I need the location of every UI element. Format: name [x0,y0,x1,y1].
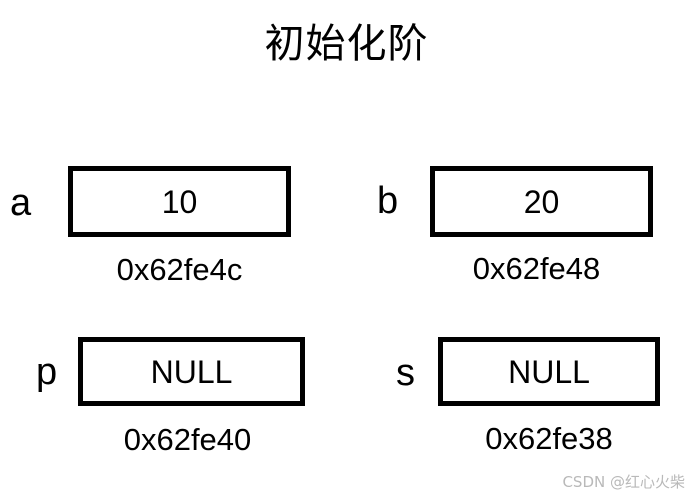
variable-label-s: s [396,352,415,394]
memory-box-s: NULL [438,337,660,406]
address-label-a: 0x62fe4c [116,252,243,287]
variable-label-a: a [10,182,32,224]
memory-value-s: NULL [508,353,590,390]
address-label-p: 0x62fe40 [123,422,252,457]
address-label-b: 0x62fe48 [472,251,601,286]
memory-box-p: NULL [78,337,305,406]
watermark: CSDN @红心火柴 [562,473,685,491]
page-title: 初始化阶 [264,21,429,67]
memory-value-b: 20 [523,183,560,220]
memory-box-b: 20 [430,166,653,237]
address-label-s: 0x62fe38 [485,421,613,456]
memory-box-a: 10 [68,166,291,237]
variable-label-b: b [377,180,399,222]
variable-label-p: p [36,351,58,393]
memory-value-p: NULL [150,353,233,390]
memory-value-a: 10 [161,183,198,220]
